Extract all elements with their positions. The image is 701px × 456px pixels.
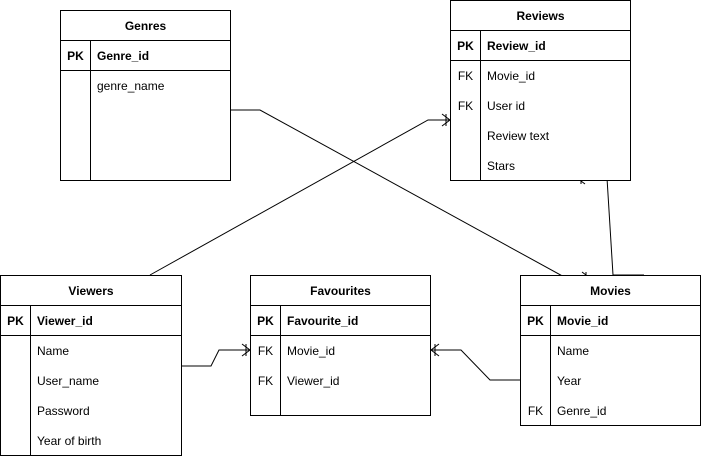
field-row[interactable]: Year of birth <box>1 426 181 456</box>
entity-title: Reviews <box>451 1 630 31</box>
field-list: FK Movie_id FK User id Review text Stars <box>451 61 630 181</box>
field-row[interactable]: genre_name <box>61 71 230 101</box>
field-row[interactable]: FK Genre_id <box>521 396 700 426</box>
link-viewers-favourites <box>181 349 250 367</box>
key-label: FK <box>257 344 274 358</box>
field-name: Password <box>37 404 90 418</box>
entity-viewers[interactable]: Viewers PK Viewer_id Name User_name Pass… <box>0 275 182 456</box>
key-label: FK <box>527 404 544 418</box>
primary-key-row[interactable]: PK Genre_id <box>61 41 230 71</box>
primary-key-row[interactable]: PK Viewer_id <box>1 306 181 336</box>
field-row[interactable]: Stars <box>451 151 630 181</box>
entity-favourites[interactable]: Favourites PK Favourite_id FK Movie_id F… <box>250 275 431 416</box>
key-label: FK <box>257 374 274 388</box>
link-reviews-movies <box>577 177 644 276</box>
key-label: FK <box>457 99 474 113</box>
entity-title: Viewers <box>1 276 181 306</box>
field-row[interactable]: Review text <box>451 121 630 151</box>
column-divider <box>30 306 31 455</box>
field-name: Movie_id <box>287 344 336 358</box>
primary-key-row[interactable]: PK Movie_id <box>521 306 700 336</box>
field-row[interactable]: FK User id <box>451 91 630 121</box>
key-label: FK <box>457 69 474 83</box>
crowfoot-reviews-end <box>441 113 451 127</box>
field-name: Review text <box>487 129 550 143</box>
field-name: genre_name <box>97 79 165 93</box>
key-label: PK <box>257 313 274 328</box>
field-list: Name Year FK Genre_id <box>521 336 700 426</box>
field-name: Name <box>37 344 70 358</box>
entity-title: Favourites <box>251 276 430 306</box>
key-label: PK <box>7 313 24 328</box>
entity-title: Genres <box>61 11 230 41</box>
field-list: Name User_name Password Year of birth <box>1 336 181 456</box>
key-label: PK <box>67 48 84 63</box>
field-row[interactable]: Year <box>521 366 700 396</box>
column-divider <box>480 31 481 180</box>
field-name: Review_id <box>487 38 546 53</box>
entity-title: Movies <box>521 276 700 306</box>
field-name: Genre_id <box>97 48 150 63</box>
column-divider <box>550 306 551 425</box>
field-list: FK Movie_id FK Viewer_id <box>251 336 430 396</box>
entity-movies[interactable]: Movies PK Movie_id Name Year FK Genre_id <box>520 275 701 426</box>
field-name: Viewer_id <box>287 374 340 388</box>
primary-key-row[interactable]: PK Review_id <box>451 31 630 61</box>
field-name: Name <box>557 344 590 358</box>
column-divider <box>280 306 281 415</box>
link-viewers-reviews <box>149 119 450 276</box>
field-row[interactable]: User_name <box>1 366 181 396</box>
field-name: Genre_id <box>557 404 607 418</box>
field-row[interactable]: FK Viewer_id <box>251 366 430 396</box>
field-name: Year <box>557 374 582 388</box>
field-name: Movie_id <box>487 69 536 83</box>
field-name: User_name <box>37 374 100 388</box>
primary-key-row[interactable]: PK Favourite_id <box>251 306 430 336</box>
field-name: Stars <box>487 159 516 173</box>
entity-genres[interactable]: Genres PK Genre_id genre_name <box>60 10 231 181</box>
field-row[interactable]: FK Movie_id <box>251 336 430 366</box>
field-name: Viewer_id <box>37 313 93 328</box>
column-divider <box>90 41 91 180</box>
field-row[interactable]: Password <box>1 396 181 426</box>
key-label: PK <box>527 313 544 328</box>
key-label: PK <box>457 38 474 53</box>
crowfoot-favourites-movie-end <box>430 343 440 357</box>
field-name: User id <box>487 99 526 113</box>
entity-reviews[interactable]: Reviews PK Review_id FK Movie_id FK User… <box>450 0 631 181</box>
field-name: Favourite_id <box>287 313 359 328</box>
field-name: Movie_id <box>557 313 609 328</box>
field-list: genre_name <box>61 71 230 101</box>
link-favourites-movies <box>431 349 520 381</box>
field-row[interactable]: Name <box>1 336 181 366</box>
field-name: Year of birth <box>37 434 102 448</box>
field-row[interactable]: Name <box>521 336 700 366</box>
field-row[interactable]: FK Movie_id <box>451 61 630 91</box>
crowfoot-favourites-viewer-end <box>241 343 251 357</box>
